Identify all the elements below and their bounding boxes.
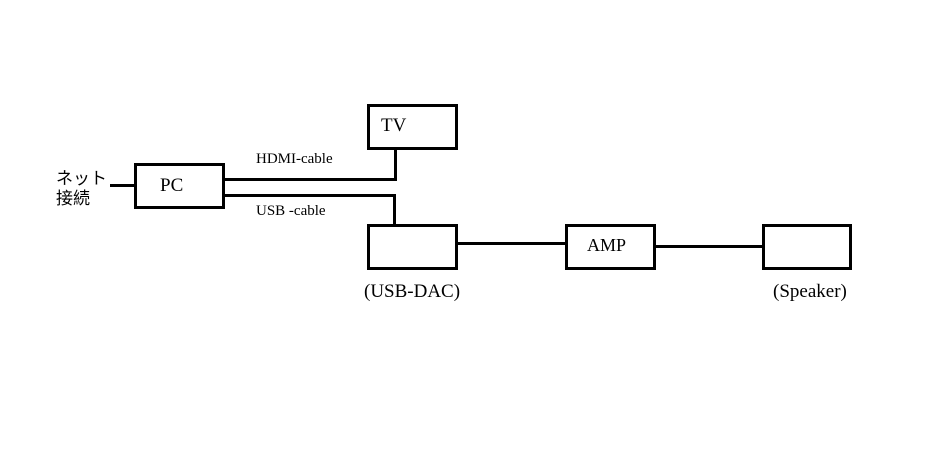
tv-node [367,104,458,150]
dac-to-amp-connector [457,242,566,245]
pc-label: PC [160,175,184,196]
amp-node [565,224,656,270]
tv-label: TV [381,115,407,136]
hdmi-cable-label: HDMI-cable [256,151,333,167]
usb-cable-line [224,194,396,197]
usb-dac-node [367,224,458,270]
pc-node [134,163,225,209]
speaker-caption: (Speaker) [773,281,847,302]
internet-connection-label: ネット 接続 [56,169,107,209]
internet-label-line2: 接続 [56,189,90,209]
usb-cable-drop [393,194,396,225]
amp-label: AMP [587,235,627,255]
net-to-pc-connector [110,184,135,187]
hdmi-cable-riser [394,149,397,181]
usb-cable-label: USB -cable [256,203,326,219]
amp-to-speaker-connector [655,245,763,248]
speaker-node [762,224,852,270]
usb-dac-caption: (USB-DAC) [364,281,461,302]
hdmi-cable-line [224,178,397,181]
internet-label-line1: ネット [56,169,107,189]
